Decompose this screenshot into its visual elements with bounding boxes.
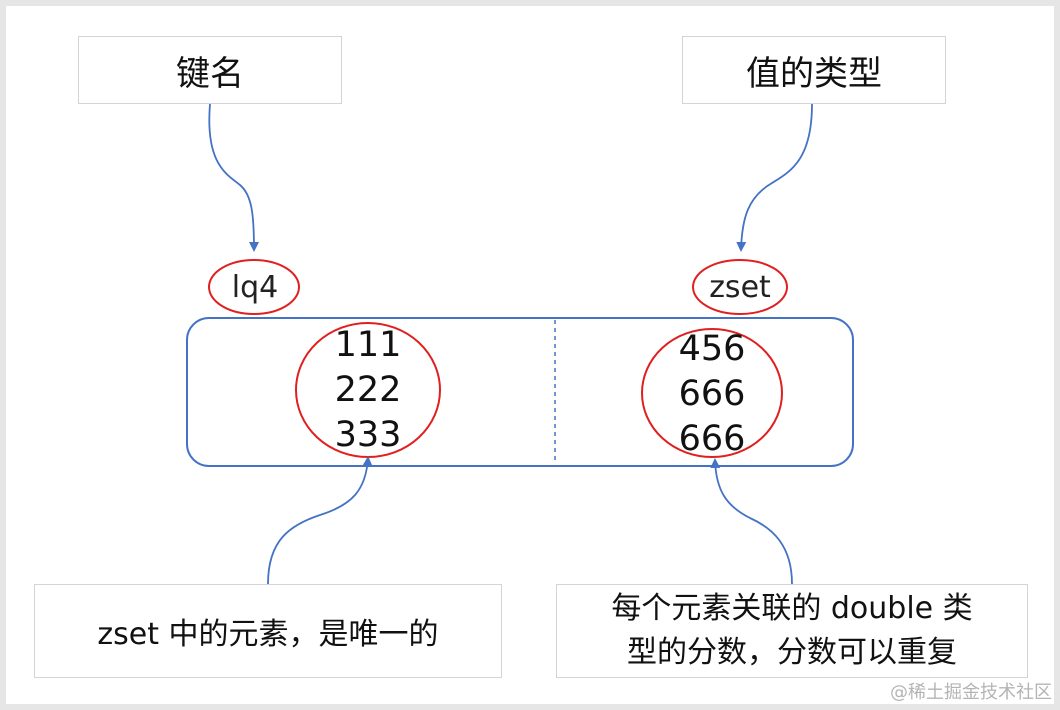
score-item: 456 [678,329,746,369]
score-note-arrow [710,458,793,585]
value-type-text: 值的类型 [746,53,882,94]
member-note-arrow [267,456,373,585]
key-highlight-ring [208,259,300,315]
score-item: 666 [678,419,746,459]
type-highlight-ring [692,259,788,315]
zset-record-box [186,317,854,467]
member-item: 111 [334,325,402,365]
score-note-line1: 每个元素关联的 double 类 [611,591,973,626]
score-item: 666 [678,374,746,414]
type-label: zset [709,269,771,305]
scores-list: 456 666 666 [662,327,762,462]
key-name-arrow [208,103,259,252]
key-name-text: 键名 [176,53,244,94]
value-type-arrow [736,103,813,252]
member-note-text: zset 中的元素，是唯一的 [97,617,439,652]
members-list: 111 222 333 [318,323,418,458]
value-type-callout: 值的类型 [682,36,946,104]
key-name-callout: 键名 [78,36,342,104]
watermark: @稀土掘金技术社区 [890,682,1052,703]
score-note-callout: 每个元素关联的 double 类 型的分数，分数可以重复 [556,584,1028,678]
key-label: lq4 [231,269,279,305]
member-note-callout: zset 中的元素，是唯一的 [34,584,502,678]
score-note-line2: 型的分数，分数可以重复 [627,635,957,670]
member-item: 333 [334,415,402,455]
member-item: 222 [334,370,402,410]
scores-highlight-ring [641,328,783,458]
